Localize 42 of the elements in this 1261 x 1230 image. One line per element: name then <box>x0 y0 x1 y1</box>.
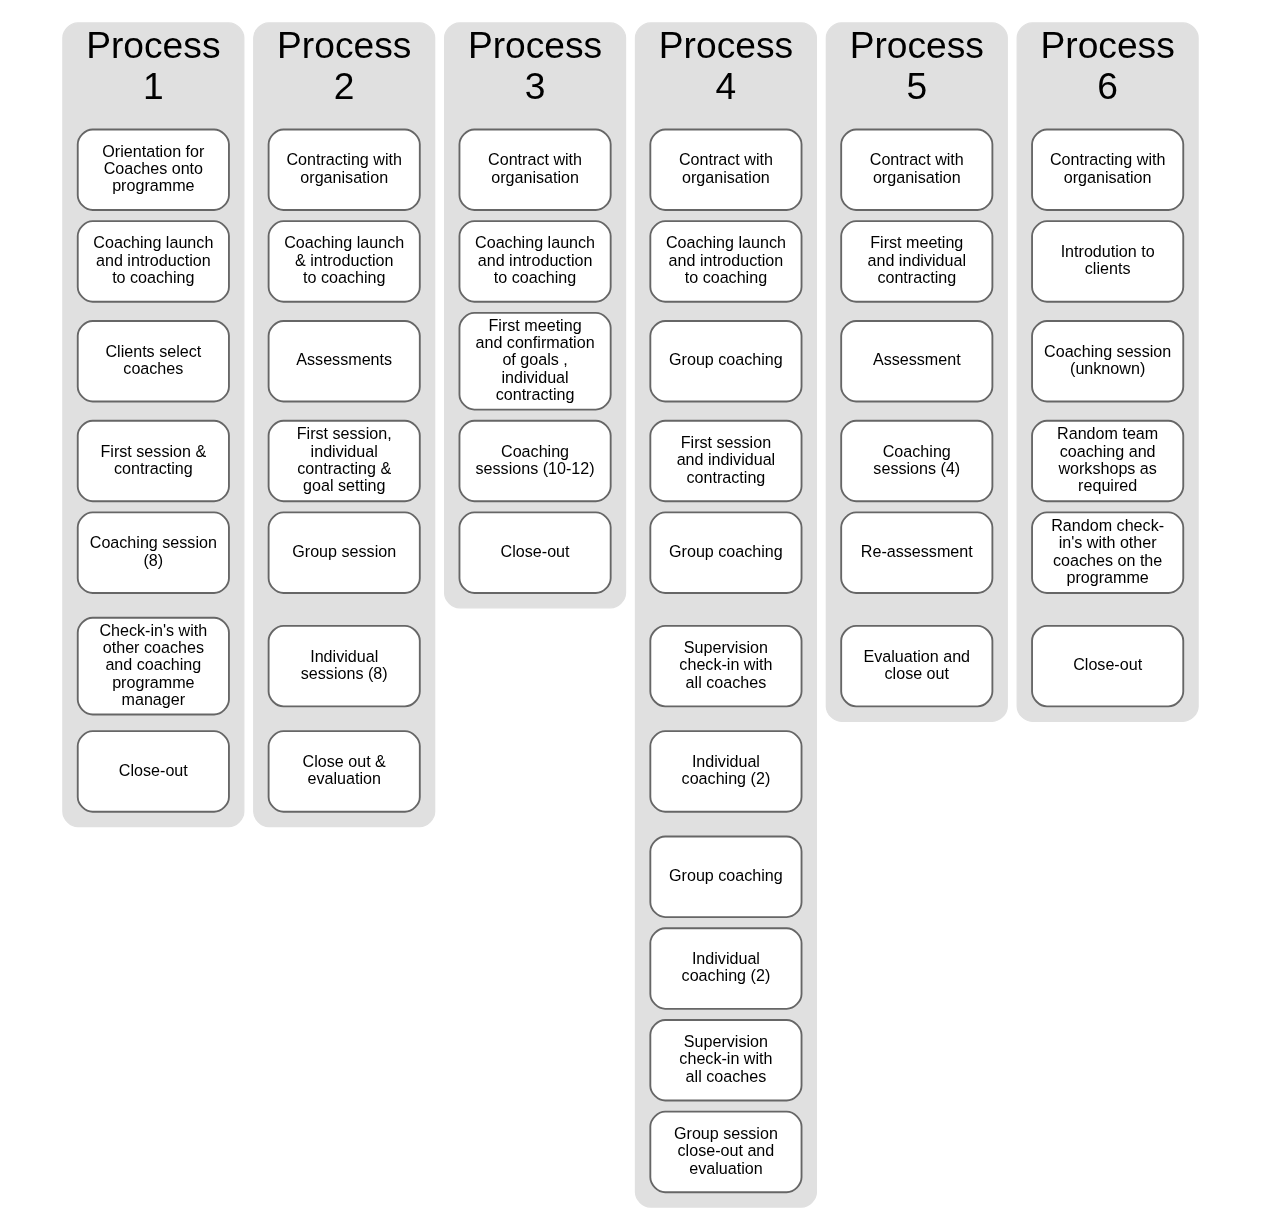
node-box: Individual sessions (8) <box>267 624 421 708</box>
node-box: Group session <box>267 511 421 594</box>
node-box: Re-assessment <box>840 511 994 594</box>
node-box: First meeting and individual contracting <box>840 220 994 303</box>
node-box: Coaching launch and introduction to coaching <box>458 220 612 303</box>
node-box: Random check-in's with other coaches on the programme <box>1031 511 1185 594</box>
node-box: Contract with organisation <box>649 128 803 211</box>
node-box: Orientation for Coaches onto programme <box>76 128 230 211</box>
node-box: Contract with organisation <box>840 128 994 211</box>
node-box: Coaching launch and introduction to coaching <box>76 220 230 303</box>
node-box: Coaching sessions (4) <box>840 419 994 503</box>
node-box: Individual coaching (2) <box>649 730 803 813</box>
node-box: Introdution to clients <box>1031 220 1185 303</box>
node-box: Group coaching <box>649 320 803 403</box>
node-box: Evaluation and close out <box>840 624 994 708</box>
node-box: Clients select coaches <box>76 320 230 403</box>
node-box: Assessments <box>267 320 421 403</box>
node-box: Coaching session (unknown) <box>1031 320 1185 403</box>
node-box: Random team coaching and workshops as required <box>1031 419 1185 503</box>
node-box: Close-out <box>458 511 612 594</box>
node-box: Contracting with organisation <box>1031 128 1185 211</box>
node-box: First meeting and confirmation of goals , individual contracting <box>458 312 612 411</box>
node-box: Contracting with organisation <box>267 128 421 211</box>
node-box: Check-in's with other coaches and coaching programme manager <box>76 616 230 716</box>
node-box: Contract with organisation <box>458 128 612 211</box>
node-box: First session & contracting <box>76 419 230 503</box>
node-box: First session, individual contracting & goal setting <box>267 419 421 503</box>
node-box: Individual coaching (2) <box>649 927 803 1010</box>
node-box: Close-out <box>76 730 230 813</box>
node-box: Coaching launch and introduction to coaching <box>649 220 803 303</box>
node-box: Close out & evaluation <box>267 730 421 813</box>
node-box: First session and individual contracting <box>649 419 803 503</box>
node-box: Group session close-out and evaluation <box>649 1110 803 1194</box>
node-box: Coaching session (8) <box>76 511 230 594</box>
node-box: Supervision check-in with all coaches <box>649 1019 803 1102</box>
node-box: Coaching sessions (10-12) <box>458 419 612 503</box>
node-box: Coaching launch & introduction to coaching <box>267 220 421 303</box>
node-box: Group coaching <box>649 511 803 594</box>
node-box: Close-out <box>1031 624 1185 708</box>
node-box: Group coaching <box>649 835 803 918</box>
node-box: Assessment <box>840 320 994 403</box>
node-box: Supervision check-in with all coaches <box>649 624 803 708</box>
